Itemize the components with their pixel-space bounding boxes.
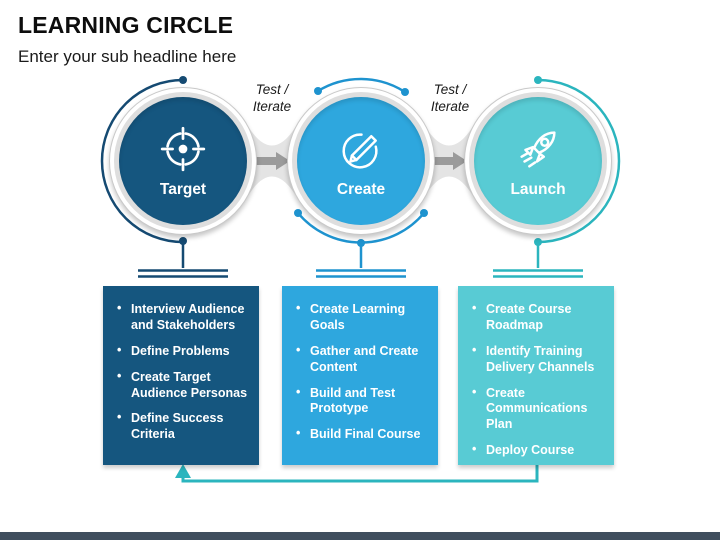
bullet-item: Identify Training Delivery Channels [471,343,606,376]
stage-label: Create [336,180,386,198]
stage-node-launch: Launch [464,87,612,235]
target-icon [160,126,206,171]
target-stem [138,237,228,278]
bullet-item: Deploy Course [471,442,606,459]
detail-box-create: Create Learning Goals Gather and Create … [282,286,438,465]
bullet-item: Create Target Audience Personas [116,369,251,402]
stage-node-target: Target [109,87,257,235]
flow-arrow-icon-2 [431,152,467,170]
rocket-icon [520,130,556,168]
create-arc [294,77,428,244]
target-arc [100,76,187,244]
page-subtitle: Enter your sub headline here [18,47,237,66]
footer-bar [0,532,720,540]
pencil-icon [342,132,378,169]
stage-node-create: Create [287,87,435,235]
launch-stem [493,238,583,278]
create-stem [316,239,406,278]
bullet-item: Build Final Course [295,426,430,443]
detail-box-launch: Create Course Roadmap Identify Training … [458,286,614,465]
bullet-item: Create Communications Plan [471,385,606,434]
bullet-item: Interview Audience and Stakeholders [116,301,251,334]
bullet-item: Build and Test Prototype [295,385,430,418]
feedback-loop-arrow [175,464,539,483]
bullet-item: Define Problems [116,343,251,360]
launch-arc [534,76,621,244]
transition-label-2: Test / Iterate [430,82,470,114]
bullet-item: Create Course Roadmap [471,301,606,334]
bullet-item: Gather and Create Content [295,343,430,376]
page-title: LEARNING CIRCLE [18,12,234,38]
detail-box-target: Interview Audience and Stakeholders Defi… [103,286,259,465]
bullet-item: Create Learning Goals [295,301,430,334]
flow-arrow-icon-1 [254,152,290,170]
stage-label: Target [159,180,207,198]
transition-label-1: Test / Iterate [252,82,292,114]
stage-label: Launch [510,180,566,198]
bullet-item: Define Success Criteria [116,410,251,443]
